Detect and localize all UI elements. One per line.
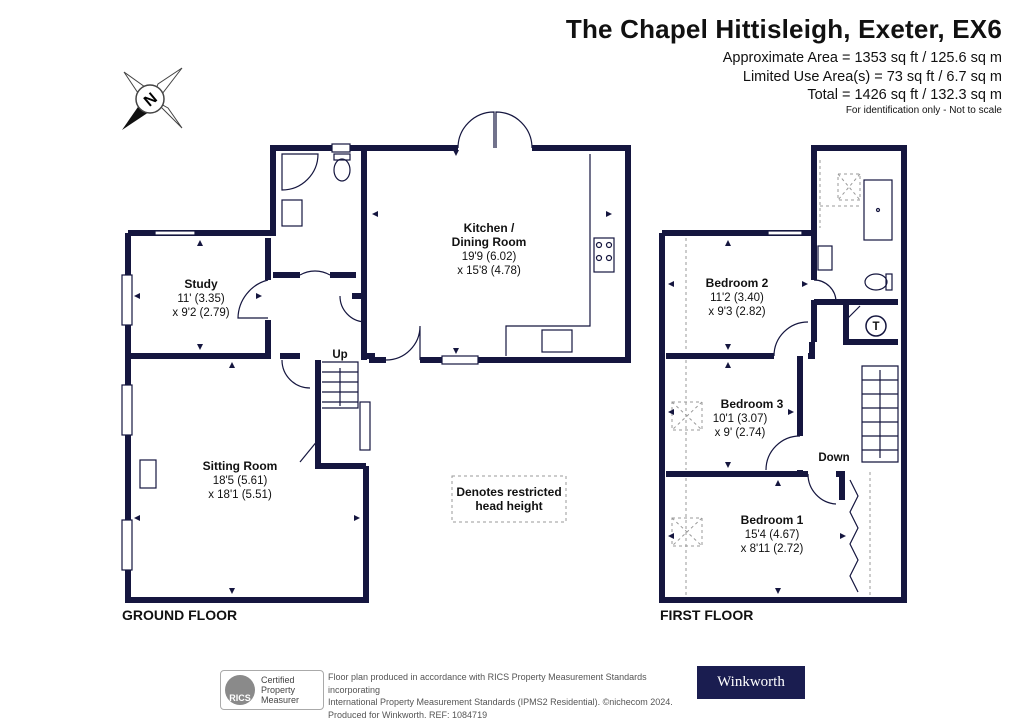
- footer-line-1: Floor plan produced in accordance with R…: [328, 672, 647, 695]
- footer-disclaimer: Floor plan produced in accordance with R…: [328, 671, 698, 721]
- rics-badge: RICS Certified Property Measurer: [220, 670, 324, 710]
- bedroom-1-dim-2: x 8'11 (2.72): [741, 543, 804, 555]
- footer-line-3: Produced for Winkworth. REF: 1084719: [328, 709, 488, 720]
- legend-line-1: Denotes restricted: [456, 485, 561, 499]
- rics-certification: Certified Property Measurer: [261, 675, 299, 705]
- sitting-room-dim-2: x 18'1 (5.51): [208, 489, 272, 501]
- total-area: Total = 1426 sq ft / 132.3 sq m: [807, 87, 1002, 103]
- first-floor-plan: [659, 145, 907, 603]
- ground-floor-label: GROUND FLOOR: [122, 607, 237, 623]
- footer-line-2: International Property Measurement Stand…: [328, 697, 673, 707]
- compass-icon: N: [122, 67, 183, 130]
- bedroom-1-dim-1: 15'4 (4.67): [745, 529, 800, 541]
- bedroom-2-dim-1: 11'2 (3.40): [710, 292, 764, 304]
- bedroom-3-dim-2: x 9' (2.74): [715, 427, 766, 439]
- stairs-up-label: Up: [332, 349, 347, 361]
- sitting-room-label: Sitting Room: [203, 459, 278, 473]
- page-title: The Chapel Hittisleigh, Exeter, EX6: [565, 14, 1002, 44]
- bedroom-3-label: Bedroom 3: [721, 397, 784, 411]
- rics-line-3: Measurer: [261, 695, 300, 705]
- ground-floor-plan: [125, 145, 631, 603]
- sitting-room-dim-1: 18'5 (5.61): [213, 475, 268, 487]
- study-dim-1: 11' (3.35): [177, 293, 225, 305]
- first-floor-label: FIRST FLOOR: [660, 607, 753, 623]
- restricted-head-height-zones: [451, 160, 871, 596]
- cupboard-label: T: [872, 321, 879, 333]
- dimension-arrows: [134, 150, 846, 594]
- rics-line-1: Certified: [261, 675, 295, 685]
- ground-floor-details: [121, 111, 615, 571]
- study-dim-2: x 9'2 (2.79): [172, 307, 229, 319]
- bedroom-2-label: Bedroom 2: [706, 276, 769, 290]
- kitchen-dim-2: x 15'8 (4.78): [457, 265, 521, 277]
- limited-use-area: Limited Use Area(s) = 73 sq ft / 6.7 sq …: [742, 69, 1002, 85]
- bedroom-2-dim-2: x 9'3 (2.82): [708, 306, 765, 318]
- bedroom-1-label: Bedroom 1: [741, 513, 804, 527]
- kitchen-label-line1: Kitchen /: [464, 221, 515, 235]
- first-floor-details: [765, 179, 899, 593]
- rics-line-2: Property: [261, 685, 296, 695]
- bedroom-3-dim-1: 10'1 (3.07): [713, 413, 768, 425]
- kitchen-label-line2: Dining Room: [452, 235, 527, 249]
- identification-note: For identification only - Not to scale: [845, 105, 1002, 116]
- stairs-down-label: Down: [818, 452, 849, 464]
- approximate-area: Approximate Area = 1353 sq ft / 125.6 sq…: [722, 50, 1002, 66]
- rics-logo: RICS: [225, 675, 255, 705]
- study-label: Study: [184, 277, 218, 291]
- legend-line-2: head height: [475, 499, 542, 513]
- agent-logo: Winkworth: [697, 666, 805, 699]
- kitchen-dim-1: 19'9 (6.02): [462, 251, 517, 263]
